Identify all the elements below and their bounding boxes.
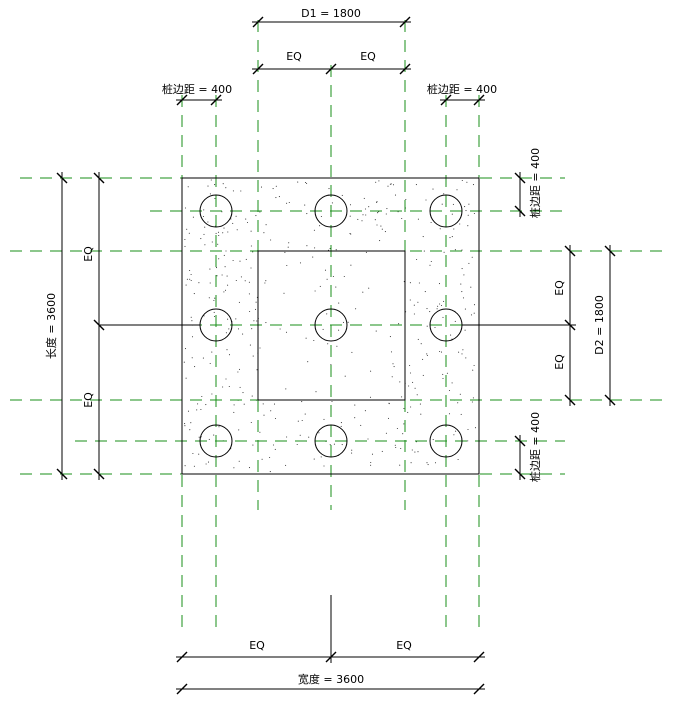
concrete-hatch — [183, 179, 477, 473]
pile-circle — [199, 424, 233, 458]
dimension-top-eq: EQ EQ — [252, 50, 411, 75]
pile-circle — [314, 424, 348, 458]
dimension-label-eq: EQ — [82, 392, 95, 408]
pile-circle — [314, 308, 348, 342]
dimension-pile-edge-right-bottom: 桩边距 = 400 — [514, 412, 542, 482]
dimension-label-pile-edge: 桩边距 = 400 — [528, 148, 542, 218]
dimension-pile-edge-top-left: 桩边距 = 400 — [162, 82, 232, 106]
pile-circle — [314, 194, 348, 228]
dimension-label-eq: EQ — [396, 639, 412, 652]
dimension-length: 长度 = 3600 — [44, 172, 68, 480]
dimension-label-pile-edge: 桩边距 = 400 — [162, 82, 232, 96]
pile-circle — [429, 424, 463, 458]
dimension-label-eq: EQ — [249, 639, 265, 652]
dimension-pile-edge-right-top: 桩边距 = 400 — [514, 148, 542, 218]
dimension-label-d1: D1 = 1800 — [301, 7, 361, 20]
dimension-label-eq: EQ — [553, 354, 566, 370]
pile-circle — [199, 194, 233, 228]
dimension-label-eq: EQ — [360, 50, 376, 63]
dimension-label-d2: D2 = 1800 — [593, 295, 606, 355]
dimension-left-eq: EQ EQ — [82, 172, 200, 480]
dimension-right-eq: EQ EQ — [462, 245, 576, 406]
dimension-label-pile-edge: 桩边距 = 400 — [528, 412, 542, 482]
dimension-label-width: 宽度 = 3600 — [298, 672, 364, 686]
dimension-label-length: 长度 = 3600 — [44, 293, 58, 359]
dimension-width: 宽度 = 3600 — [176, 672, 485, 695]
dimension-label-eq: EQ — [82, 246, 95, 262]
pile-cap-outline — [181, 177, 480, 475]
dimension-d2: D2 = 1800 — [593, 245, 616, 406]
dimension-pile-edge-top-right: 桩边距 = 400 — [427, 82, 497, 106]
dimension-label-eq: EQ — [553, 280, 566, 296]
column-outline — [257, 250, 406, 401]
dimension-d1: D1 = 1800 — [252, 7, 411, 28]
dimension-label-eq: EQ — [286, 50, 302, 63]
dimension-bottom-eq: EQ EQ — [176, 639, 485, 663]
dimension-label-pile-edge: 桩边距 = 400 — [427, 82, 497, 96]
pile-circle — [429, 194, 463, 228]
